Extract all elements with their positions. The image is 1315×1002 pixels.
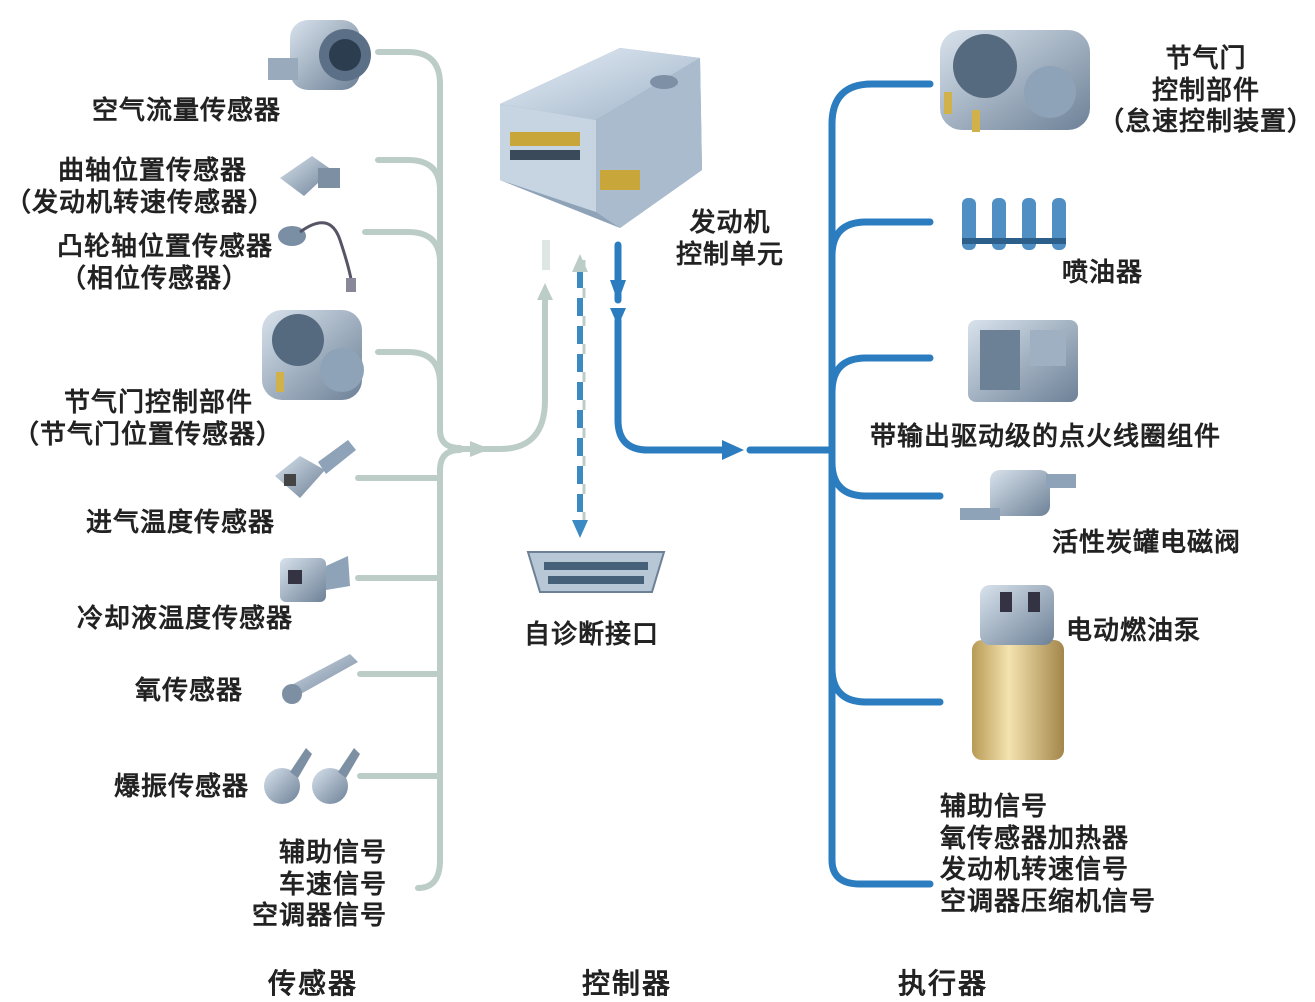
section-heading-sensors: 传感器 [268,967,359,1000]
actuator-label-fuel-pump: 电动燃油泵 [1066,616,1202,646]
actuator-label-throttle: 节气门 控制部件 （怠速控制装置） [1098,44,1315,138]
canister-valve-icon [960,470,1076,520]
throttle-actuator-icon [940,30,1090,132]
sensor-label-o2: 氧传感器 [134,676,243,706]
sensor-input-arrow-icon [470,441,490,457]
sensor-label-aux: 辅助信号 车速信号 空调器信号 [251,838,387,932]
sensor-bus [355,49,548,891]
sensor-label-maf: 空气流量传感器 [91,96,281,126]
ecu-label: 发动机 控制单元 [676,208,785,270]
sensor-label-crank: 曲轴位置传感器 （发动机转速传感器） [4,156,275,218]
actuator-output-arrow-icon [722,440,744,460]
camshaft-sensor-icon [278,221,356,292]
sensor-label-ect: 冷却液温度传感器 [76,604,293,634]
actuator-label-canister: 活性炭罐电磁阀 [1052,528,1242,558]
actuator-label-ignition: 带输出驱动级的点火线圈组件 [870,422,1222,452]
ignition-coil-icon [968,320,1078,402]
section-heading-actuators: 执行器 [898,967,989,1000]
ecu-input-arrow-icon [537,283,553,300]
sensor-label-iat: 进气温度传感器 [85,508,275,538]
diagnostic-link [572,254,588,538]
fuel-pump-icon [972,585,1064,760]
fuel-injector-icon [962,198,1066,250]
sensor-label-throttle: 节气门控制部件 （节气门位置传感器） [12,388,283,450]
air-flow-sensor-icon [268,20,371,90]
actuator-label-aux: 辅助信号 氧传感器加热器 发动机转速信号 空调器压缩机信号 [940,792,1157,918]
throttle-body-icon [262,310,364,400]
diag-up-arrow-icon [572,254,588,272]
ecu-output-arrow-icon [610,280,626,302]
ecu-input-stub [542,240,550,270]
diagnostic-port-label: 自诊断接口 [524,620,660,650]
sensor-label-knock: 爆振传感器 [113,772,249,802]
coolant-temp-sensor-icon [280,556,350,602]
oxygen-sensor-icon [282,654,358,704]
knock-sensor-icon [264,748,360,804]
intake-temp-sensor-icon [275,440,356,498]
actuator-bus [614,80,944,888]
diagnostic-port-icon [526,551,666,593]
crankshaft-sensor-icon [280,156,340,196]
section-heading-controller: 控制器 [582,967,673,1000]
actuator-label-injector: 喷油器 [1062,258,1144,288]
sensor-label-cam: 凸轮轴位置传感器 （相位传感器） [56,232,273,294]
ecu-icon [500,48,702,228]
diag-down-arrow-icon [572,520,588,538]
